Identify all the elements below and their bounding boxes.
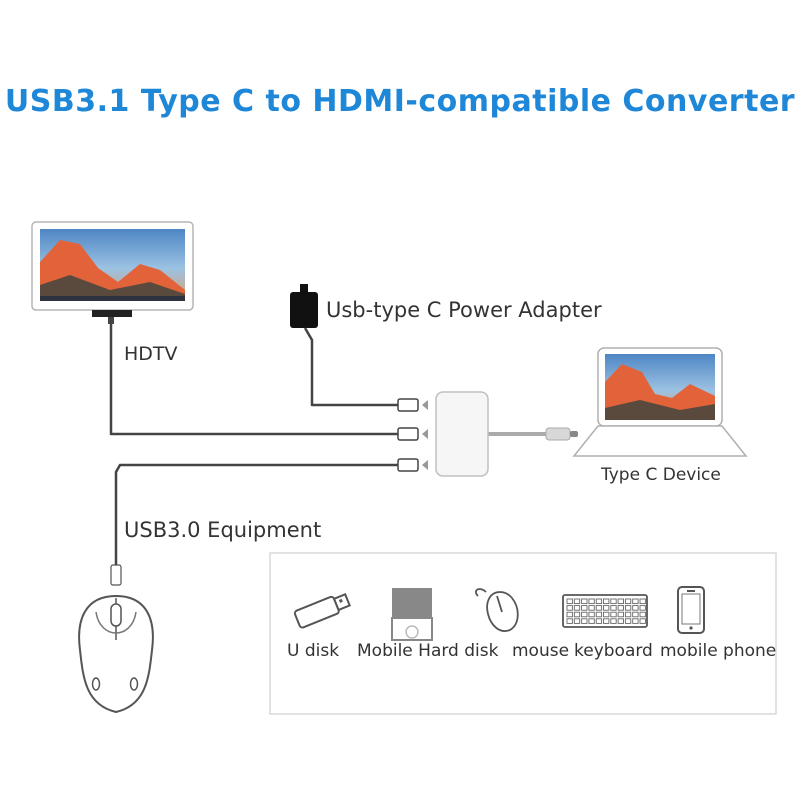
keyboard-key (581, 605, 588, 611)
keyboard-key (610, 605, 617, 611)
usb-cable (114, 463, 398, 565)
keyboard-key (624, 605, 632, 611)
keyboard-key (581, 611, 588, 618)
keyboard-key (603, 611, 610, 618)
keyboard-key (595, 605, 603, 611)
keyboard-key (617, 605, 624, 611)
keyboard-key (639, 605, 646, 611)
keyboard-key (624, 611, 632, 618)
keyboard-key (603, 605, 610, 611)
keyboard-key (588, 598, 595, 605)
converter-hub-icon (435, 391, 489, 477)
hub-plugs (397, 398, 419, 472)
equipment-label-hard-disk: Mobile Hard disk (357, 641, 499, 661)
tv-icon (31, 221, 194, 324)
usb-equipment-label: USB3.0 Equipment (124, 518, 322, 542)
keyboard-key (595, 598, 603, 605)
keyboard-key (595, 618, 603, 624)
keyboard-key (610, 618, 617, 624)
small-mouse-icon (475, 588, 519, 632)
keyboard-key (588, 605, 595, 611)
keyboard-key (610, 611, 617, 618)
keyboard-key (617, 611, 624, 618)
power-adapter-label: Usb-type C Power Adapter (326, 298, 602, 322)
diagram-title: USB3.1 Type C to HDMI-compatible Convert… (4, 84, 796, 119)
keyboard-key (639, 598, 646, 605)
keyboard-key (603, 618, 610, 624)
hard-disk-icon (391, 588, 433, 641)
keyboard-key (610, 598, 617, 605)
keyboard-key (639, 618, 646, 624)
keyboard-key (581, 618, 588, 624)
keyboard-key (632, 598, 639, 605)
keyboard-key (588, 611, 595, 618)
plug-arrows (422, 400, 428, 470)
keyboard-key (632, 611, 639, 618)
hdmi-cable (109, 324, 398, 436)
keyboard-key (566, 605, 573, 611)
mouse-icon (78, 564, 154, 714)
keyboard-key (566, 611, 573, 618)
cables (109, 324, 548, 565)
keyboard-icon (562, 594, 648, 628)
keyboard-key (617, 618, 624, 624)
equipment-label-keyboard: keyboard (574, 641, 653, 661)
keyboard-key (624, 598, 632, 605)
equipment-label-u-disk: U disk (287, 641, 340, 661)
keyboard-key (581, 598, 588, 605)
keyboard-key (566, 618, 573, 624)
keyboard-key (617, 598, 624, 605)
keyboard-key (632, 605, 639, 611)
keyboard-key (573, 618, 581, 624)
keyboard-key (632, 618, 639, 624)
mobile-phone-icon (677, 586, 705, 634)
keyboard-key (603, 598, 610, 605)
keyboard-key (595, 611, 603, 618)
equipment-label-mobile-phone: mobile phone (660, 641, 777, 661)
keyboard-key (624, 618, 632, 624)
power-cable (303, 327, 398, 407)
type-c-plug (545, 427, 578, 441)
keyboard-key (573, 598, 581, 605)
equipment-label-mouse: mouse (512, 641, 570, 661)
keyboard-key (588, 618, 595, 624)
hdtv-label: HDTV (124, 343, 178, 365)
laptop-icon (572, 347, 748, 457)
keyboard-key (639, 611, 646, 618)
power-adapter-icon (290, 284, 318, 328)
keyboard-key (573, 611, 581, 618)
type-c-device-label: Type C Device (601, 465, 721, 485)
usb-stick-icon (293, 592, 351, 629)
keyboard-key (573, 605, 581, 611)
keyboard-key (566, 598, 573, 605)
